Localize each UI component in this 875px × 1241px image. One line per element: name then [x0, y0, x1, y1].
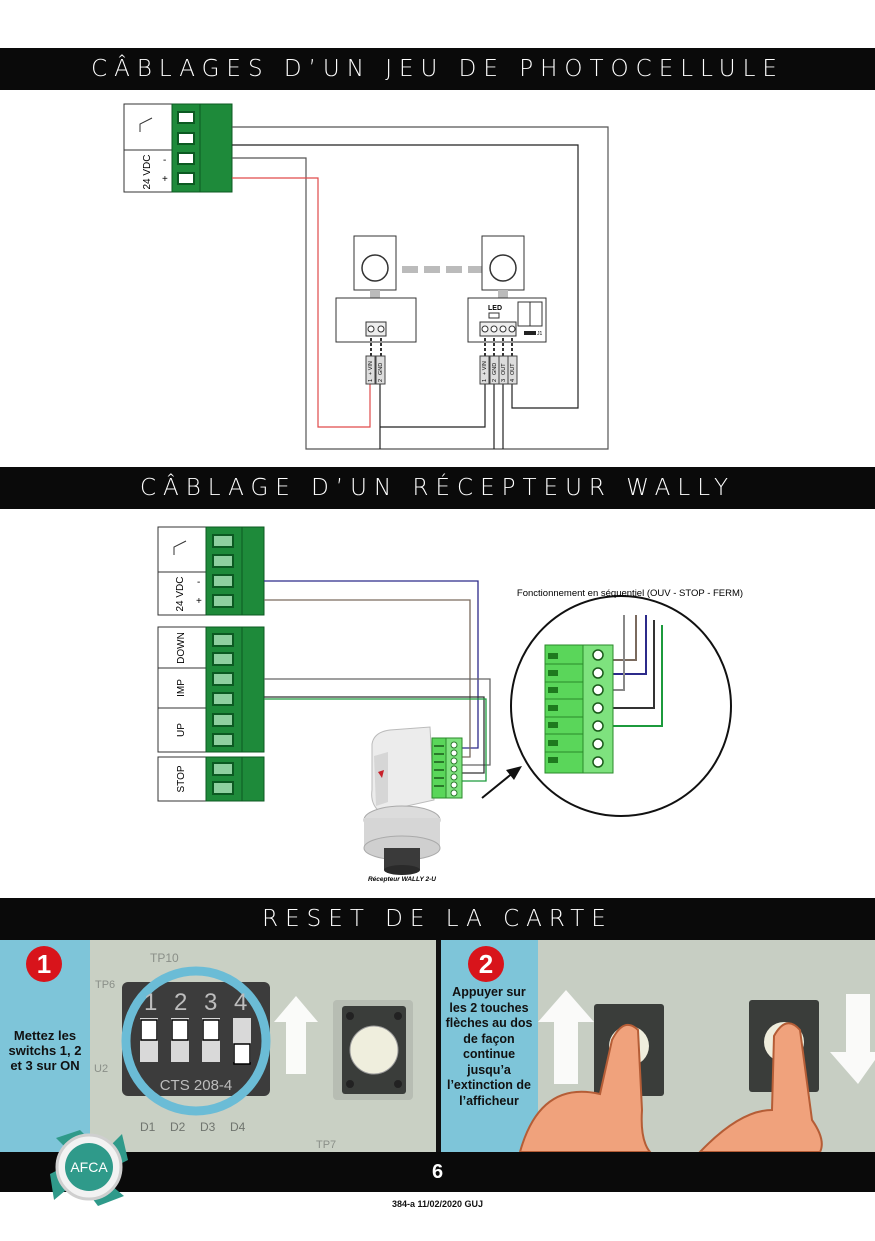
board-label: TP7: [316, 1139, 336, 1151]
imp-label: IMP: [176, 679, 187, 697]
minus-label: -: [197, 577, 200, 588]
rx-pin-num: 2: [492, 379, 498, 382]
led-label: LED: [488, 305, 502, 312]
rx-pin-num: 1: [482, 379, 488, 382]
j1-label: J1: [537, 331, 543, 337]
stop-label: STOP: [176, 765, 187, 792]
board-label: TP10: [150, 951, 179, 965]
step1-instruction: Mettez les switchs 1, 2 et 3 sur ON: [8, 1028, 82, 1073]
rx-pin-label: OUT: [501, 363, 507, 375]
dip-switch-highlight: [121, 966, 271, 1116]
step1-badge: 1: [26, 946, 62, 982]
rx-pin-1: [479, 355, 490, 385]
step2-instruction: Appuyer sur les 2 touches flèches au dos…: [445, 985, 533, 1108]
sequential-note: Fonctionnement en séquentiel (OUV - STOP…: [517, 588, 743, 599]
dip-number: 3: [204, 989, 217, 1016]
rx-pin-4: [507, 355, 518, 385]
board-label: D2: [170, 1120, 186, 1134]
wire-rx-vin: [380, 378, 486, 428]
down-arrow-icon: [830, 994, 875, 1084]
terminal-label-box: [123, 103, 173, 193]
wire-gray-b: [264, 696, 485, 774]
infrared-beam: [402, 266, 482, 273]
zoom-wire-dark: [600, 620, 655, 709]
down-label: DOWN: [176, 632, 187, 664]
tx-pin-1: [365, 355, 376, 385]
board-label: D1: [140, 1120, 156, 1134]
green-terminal-strip: [205, 626, 265, 753]
terminal-slot: [177, 111, 195, 124]
wire-blue: [264, 580, 479, 749]
tx-pin-label: GND: [378, 363, 384, 375]
wire-gray-a: [264, 678, 491, 766]
doc-reference: 384-a 11/02/2020 GUJ: [391, 1199, 484, 1209]
rx-pin-label: GND: [492, 363, 498, 375]
terminal-slot: [177, 172, 195, 185]
wally-terminal-plug: [431, 737, 447, 799]
terminal-slot: [177, 152, 195, 165]
footer-bar: [0, 1152, 875, 1192]
wire-gray-loop: [232, 126, 609, 450]
dip-switch-toggles: [140, 1018, 251, 1065]
page-number: 6: [431, 1160, 444, 1183]
dip-switch: [122, 982, 270, 1096]
plus-label: +: [162, 174, 168, 185]
photocell-wiring-diagram: 24 VDC - + 1 + VIN 2 GND LED J1: [123, 103, 609, 450]
finger-right-icon: [698, 1022, 823, 1152]
zoom-circle: [510, 595, 732, 817]
reset-photos: TP10 TP6 U2 D1 D2 D3 D4 TP7 1 2 3 4 CTS …: [0, 940, 875, 1152]
wire-out: [232, 144, 579, 409]
up-label: UP: [176, 723, 187, 737]
wire-green: [264, 698, 487, 782]
receiver-lens: [489, 254, 517, 282]
section-title-photocell: CÂBLAGES D’UN JEU DE PHOTOCELLULE: [0, 48, 875, 90]
board-label: TP6: [95, 979, 115, 991]
logo-text: AFCA: [70, 1159, 108, 1175]
wally-logo-mark: [378, 770, 384, 778]
section-title-reset: RESET DE LA CARTE: [0, 898, 875, 940]
dip-number: 1: [144, 989, 157, 1016]
wally-inputs-label-box: [157, 626, 207, 753]
wally-power-label-box: [157, 526, 207, 616]
zoom-wire-blue: [600, 615, 647, 675]
tx-pin-label: + VIN: [368, 361, 374, 375]
dip-number: 4: [234, 989, 247, 1016]
tx-pin-2: [375, 355, 386, 385]
afca-logo: AFCA: [50, 1130, 128, 1206]
relay-contact-symbol: [139, 117, 153, 132]
rx-pin-label: OUT: [510, 363, 516, 375]
vdc-label: 24 VDC: [142, 154, 153, 189]
wally-cable: [384, 848, 420, 870]
minus-label: -: [163, 155, 166, 166]
receiver-caption: Récepteur WALLY 2-U: [368, 876, 436, 883]
relay-contact-symbol: [173, 540, 187, 555]
dip-number: 2: [174, 989, 187, 1016]
wire-red-vin: [232, 177, 371, 428]
section-title-wally: CÂBLAGE D’UN RÉCEPTEUR WALLY: [0, 467, 875, 509]
board-label: D4: [230, 1120, 246, 1134]
board-label: D3: [200, 1120, 216, 1134]
dip-model-label: CTS 208-4: [160, 1077, 233, 1094]
vdc-label: 24 VDC: [175, 576, 186, 611]
tx-pin-num: 2: [378, 379, 384, 382]
rx-pin-label: + VIN: [482, 361, 488, 375]
led-indicator: [488, 312, 500, 319]
tx-pin-num: 1: [368, 379, 374, 382]
wally-wiring-diagram: 24 VDC - + DOWN IMP UP STOP Récepteur W: [157, 526, 743, 883]
rx-pin-num: 4: [510, 379, 516, 382]
up-arrow-icon: [274, 996, 318, 1074]
transmitter-lens: [361, 254, 389, 282]
zoom-arrow: [481, 771, 515, 799]
terminal-slot: [177, 132, 195, 145]
rx-pin-num: 3: [501, 379, 507, 382]
wally-stop-label-box: [157, 756, 207, 802]
finger-left-icon: [518, 1023, 652, 1152]
receiver-terminal: [479, 321, 517, 337]
zoom-wire-green: [600, 625, 663, 727]
step2-badge: 2: [468, 946, 504, 982]
plus-label: +: [196, 596, 202, 607]
up-arrow-icon: [538, 990, 594, 1084]
board-label: U2: [94, 1063, 108, 1075]
